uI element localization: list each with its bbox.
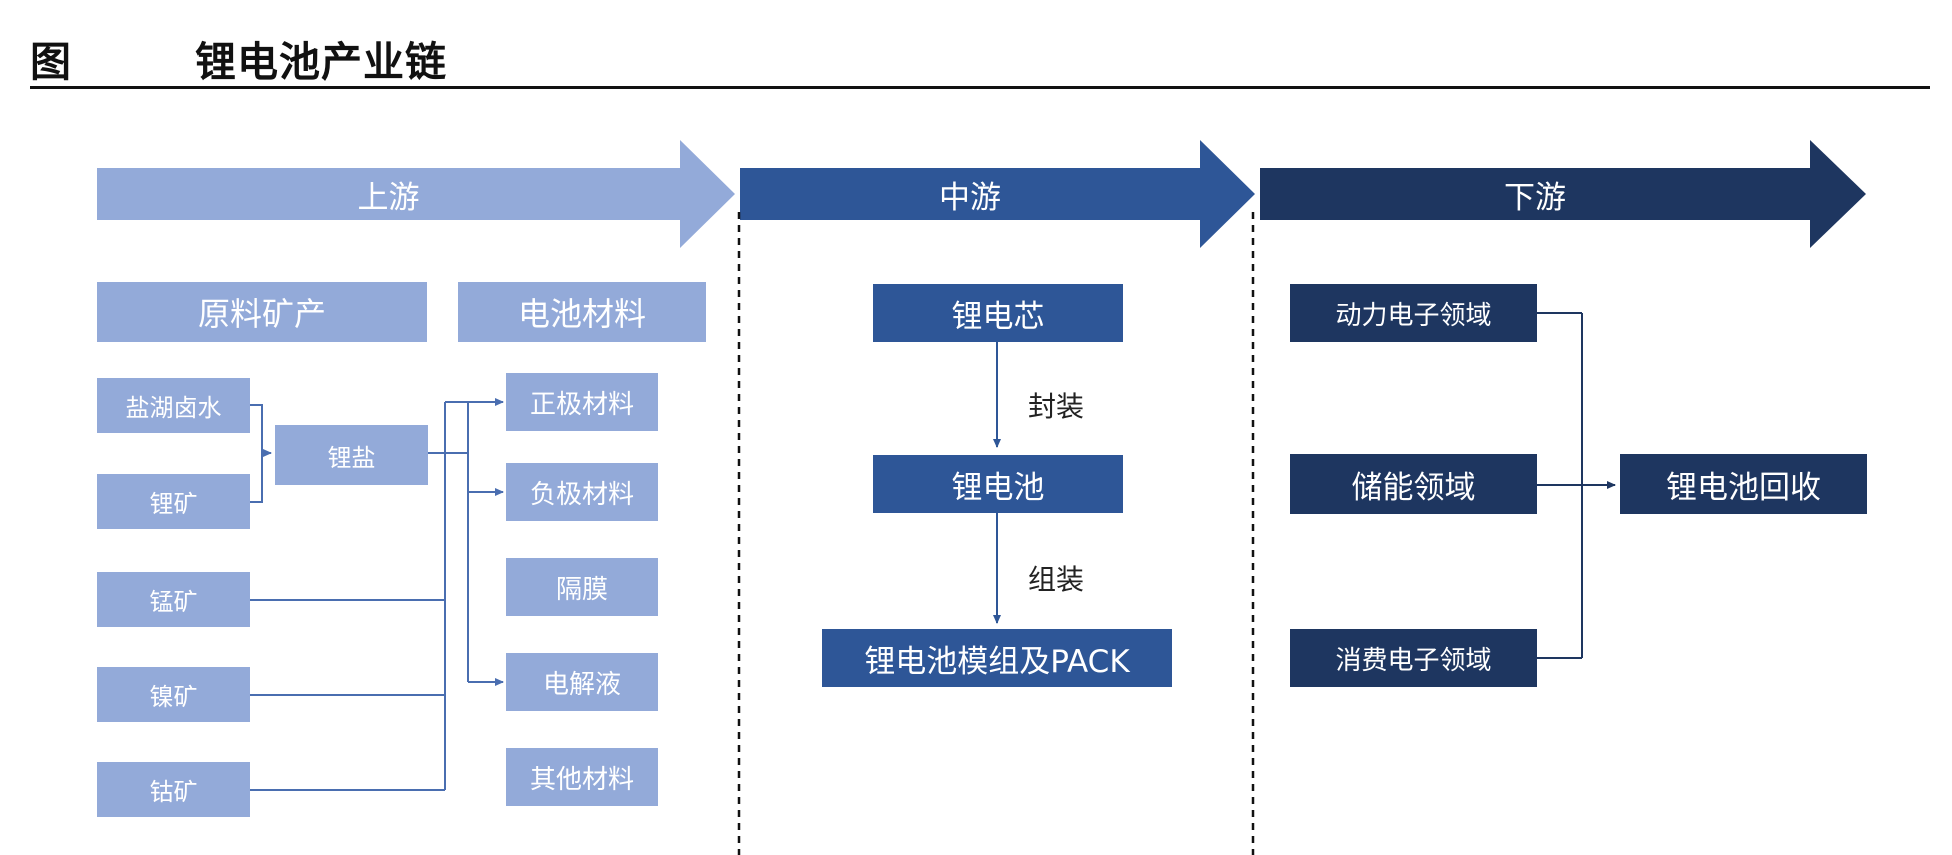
- downstream-banner-arrow: [1260, 140, 1866, 248]
- downstream-energy-storage: 储能领域: [1290, 454, 1537, 514]
- material-other: 其他材料: [506, 748, 658, 806]
- downstream-consumer-electronics: 消费电子领域: [1290, 629, 1537, 687]
- raw-materials-header: 原料矿产: [97, 282, 427, 342]
- figure-title: 锂电池产业链: [195, 38, 447, 86]
- downstream-power-electronics: 动力电子领域: [1290, 284, 1537, 342]
- midstream-module-pack-box: 锂电池模组及PACK: [822, 629, 1172, 687]
- step-label-encapsulation: 封装: [1028, 390, 1085, 423]
- stage-label-upstream: 上游: [357, 179, 420, 216]
- connector-to-materials: [250, 398, 504, 791]
- battery-recycling-box: 锂电池回收: [1620, 454, 1867, 514]
- header-rule: [30, 86, 1930, 89]
- figure-label: 图: [30, 38, 71, 86]
- source-lithium-ore: 锂矿: [97, 474, 250, 529]
- source-nickel-ore: 镍矿: [97, 667, 250, 722]
- connector-sources-to-salt: [250, 404, 272, 503]
- material-electrolyte: 电解液: [506, 653, 658, 711]
- battery-materials-header: 电池材料: [458, 282, 706, 342]
- material-anode: 负极材料: [506, 463, 658, 521]
- midstream-cell-box: 锂电芯: [873, 284, 1123, 342]
- upstream-banner-arrow: [97, 140, 735, 248]
- stage-label-midstream: 中游: [939, 179, 1001, 216]
- lithium-salt-box: 锂盐: [275, 425, 428, 485]
- figure-header: 图 锂电池产业链: [30, 28, 1930, 88]
- source-cobalt-ore: 钴矿: [97, 762, 250, 817]
- material-separator: 隔膜: [506, 558, 658, 616]
- stage-label-downstream: 下游: [1504, 179, 1566, 216]
- material-cathode: 正极材料: [506, 373, 658, 431]
- midstream-banner-arrow: [740, 140, 1255, 248]
- source-manganese-ore: 锰矿: [97, 572, 250, 627]
- source-salt-lake-brine: 盐湖卤水: [97, 378, 250, 433]
- step-label-assembly: 组装: [1028, 563, 1085, 596]
- connector-downstream-to-recycle: [1537, 312, 1616, 659]
- midstream-battery-box: 锂电池: [873, 455, 1123, 513]
